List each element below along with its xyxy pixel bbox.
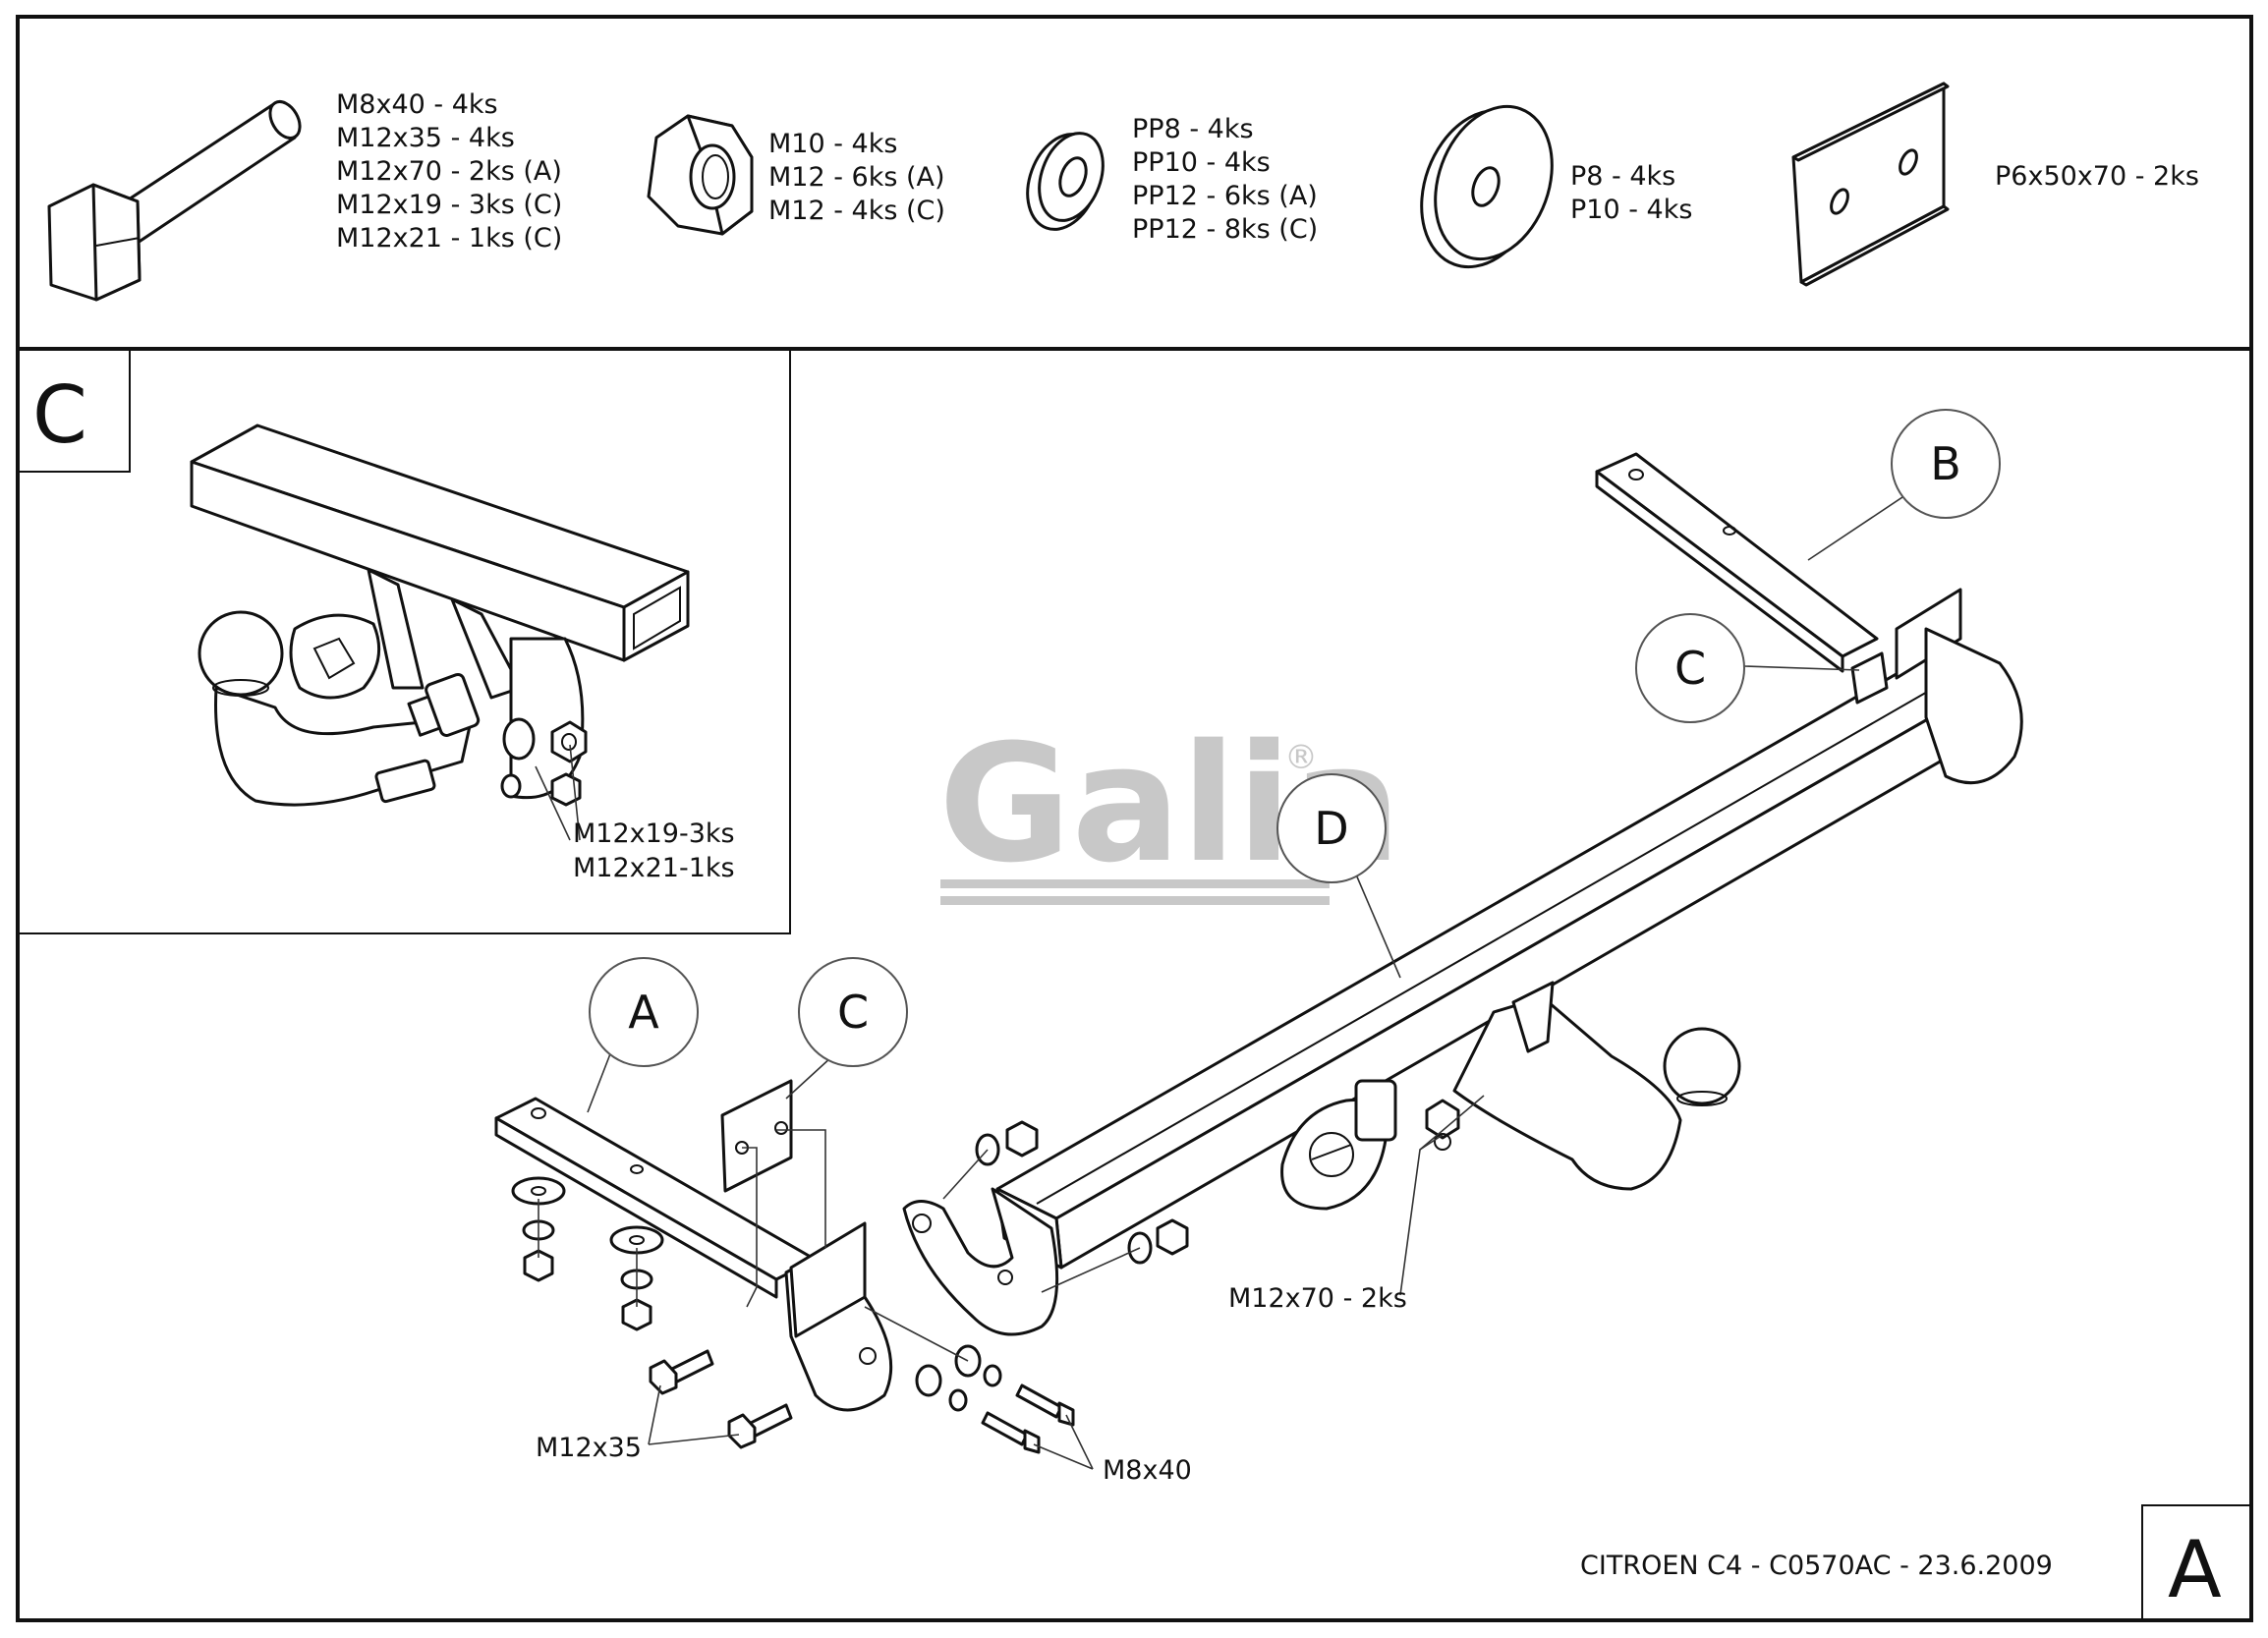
bracket-b xyxy=(1595,452,2023,785)
detail-c-inset: C xyxy=(18,349,791,934)
parts-spring-washer-line-3: PP12 - 6ks (A) xyxy=(1132,181,1318,211)
sheet-letter: A xyxy=(2168,1524,2222,1615)
m8x40-bolt-1-icon xyxy=(1015,1384,1075,1427)
parts-spring-washer-line-1: PP8 - 4ks xyxy=(1132,114,1254,144)
callout-b: B xyxy=(1807,409,2001,561)
parts-spring-washer-group: PP8 - 4ks PP10 - 4ks PP12 - 6ks (A) PP12… xyxy=(1026,114,1318,245)
callout-a: A xyxy=(587,957,699,1113)
detail-c-label-box xyxy=(18,349,131,473)
reinforcement-plate xyxy=(720,1079,793,1193)
detail-c-bolt-2-icon xyxy=(550,772,582,807)
callout-c-plate-letter: C xyxy=(837,986,869,1039)
nut-2-icon xyxy=(1156,1218,1189,1256)
parts-plate-line-1: P6x50x70 - 2ks xyxy=(1995,161,2199,192)
plate-icon xyxy=(1791,82,1950,287)
electrical-socket xyxy=(1280,1079,1397,1211)
m12x35-bolt-1-icon xyxy=(649,1349,714,1395)
callout-d: D xyxy=(1276,773,1401,979)
m8-washers xyxy=(915,1344,1002,1412)
label-m12x70: M12x70 - 2ks xyxy=(1228,1283,1407,1314)
label-m8x40: M8x40 xyxy=(1103,1455,1192,1486)
detail-c-crossbeam xyxy=(190,424,690,662)
label-m12x35: M12x35 xyxy=(536,1433,642,1463)
callout-c-bracket: C xyxy=(1635,613,1860,723)
parts-bolt-line-5: M12x21 - 1ks (C) xyxy=(336,223,562,254)
bracket-b-bolt-icon xyxy=(1850,651,1889,705)
parts-bolt-line-4: M12x19 - 3ks (C) xyxy=(336,190,562,220)
parts-flat-washer-line-2: P10 - 4ks xyxy=(1570,195,1692,225)
neck-bolt-icon xyxy=(1425,1099,1460,1151)
detail-c-socket-plate xyxy=(289,613,381,700)
detail-c-bracket-hole xyxy=(502,717,536,761)
parts-nut-group: M10 - 4ks M12 - 6ks (A) M12 - 4ks (C) xyxy=(647,114,945,236)
tube-nut-washer-upper xyxy=(975,1120,1039,1166)
detail-c-label-m12x21: M12x21-1ks xyxy=(573,853,735,883)
m8x40-bolt-2-icon xyxy=(981,1411,1041,1454)
parts-nut-line-2: M12 - 6ks (A) xyxy=(768,162,945,193)
title-caption: CITROEN C4 - C0570AC - 23.6.2009 xyxy=(1580,1551,2053,1581)
detail-c-box-label: C xyxy=(32,369,87,461)
callout-a-letter: A xyxy=(628,986,659,1039)
tube-nut-washer-lower xyxy=(1127,1218,1189,1265)
watermark-registered-mark: ® xyxy=(1284,738,1318,777)
parts-bolt-group: M8x40 - 4ks M12x35 - 4ks M12x70 - 2ks (A… xyxy=(47,89,562,302)
parts-bolt-line-1: M8x40 - 4ks xyxy=(336,89,498,120)
detail-c-border xyxy=(18,349,791,934)
title-block: CITROEN C4 - C0570AC - 23.6.2009 A xyxy=(1580,1504,2251,1620)
parts-nut-line-1: M10 - 4ks xyxy=(768,129,897,159)
parts-flat-washer-line-1: P8 - 4ks xyxy=(1570,161,1675,192)
callout-c-plate: C xyxy=(785,957,908,1100)
callout-c-bracket-letter: C xyxy=(1674,642,1706,695)
bracket-a xyxy=(494,1097,893,1412)
callout-b-letter: B xyxy=(1930,437,1961,490)
tow-ball-icon xyxy=(1663,1027,1741,1105)
left-end-bracket xyxy=(902,1187,1059,1336)
parts-flat-washer-group: P8 - 4ks P10 - 4ks xyxy=(1420,104,1692,269)
detail-c-lock-lever xyxy=(374,759,436,804)
nut-icon xyxy=(1005,1120,1039,1158)
hex-nut-icon xyxy=(647,114,754,236)
m12x35-bolt-2-icon xyxy=(727,1403,793,1449)
parts-bolt-line-3: M12x70 - 2ks (A) xyxy=(336,156,562,187)
callout-d-letter: D xyxy=(1314,802,1348,855)
bolt-icon xyxy=(47,100,302,302)
parts-spring-washer-line-4: PP12 - 8ks (C) xyxy=(1132,214,1318,245)
parts-nut-line-3: M12 - 4ks (C) xyxy=(768,196,945,226)
parts-plate-group: P6x50x70 - 2ks xyxy=(1791,82,2199,287)
detail-c-ball-icon xyxy=(198,610,284,697)
spring-washer-icon xyxy=(1026,132,1105,231)
parts-spring-washer-line-2: PP10 - 4ks xyxy=(1132,147,1271,178)
detail-c-towball xyxy=(198,610,481,807)
detail-c-bolt-icon xyxy=(550,720,588,763)
tow-neck xyxy=(1452,981,1741,1191)
detail-c-label-m12x19: M12x19-3ks xyxy=(573,819,735,849)
outer-frame xyxy=(16,15,2253,1622)
parts-bolt-line-2: M12x35 - 4ks xyxy=(336,123,515,153)
flat-washer-icon xyxy=(1420,104,1554,269)
